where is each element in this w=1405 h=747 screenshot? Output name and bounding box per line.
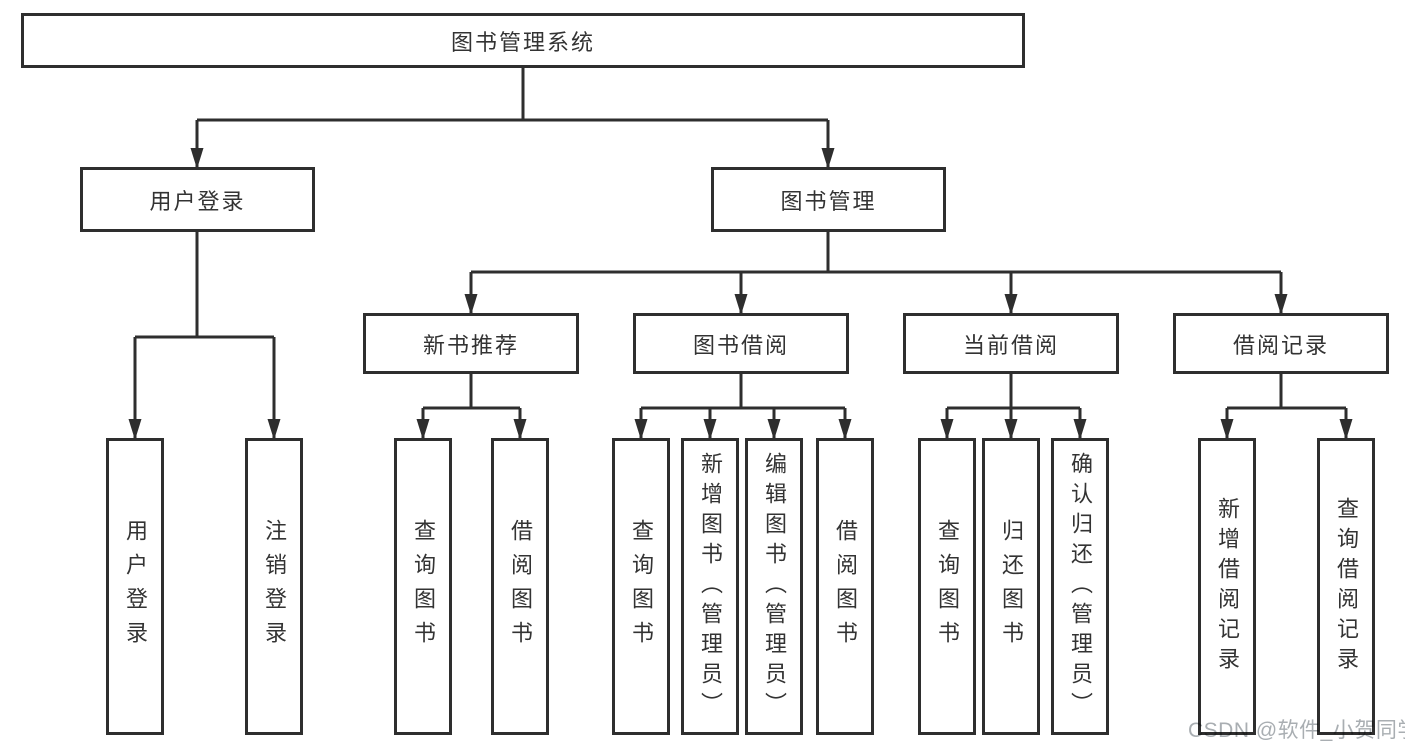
node-root: 图书管理系统 <box>21 13 1025 68</box>
leaf-borrow-book-recommend: 借阅图书 <box>491 438 549 735</box>
connector-strokes <box>133 68 1348 440</box>
arrowheads <box>128 148 1353 440</box>
connector-root-to-level2 <box>195 68 830 169</box>
node-book-management: 图书管理 <box>711 167 946 232</box>
leaf-edit-book-admin: 编辑图书（管理员） <box>745 438 803 735</box>
arrow-down-icon <box>634 419 648 440</box>
node-label: 查询图书 <box>935 518 960 655</box>
node-label: 用户登录 <box>123 518 148 655</box>
leaf-add-book-admin: 新增图书（管理员） <box>681 438 739 735</box>
node-label: 用户登录 <box>149 188 246 214</box>
arrow-down-icon <box>821 148 835 169</box>
leaf-logout: 注销登录 <box>245 438 303 735</box>
connector-new-book-recommend-branch <box>421 374 522 440</box>
arrow-down-icon <box>190 148 204 169</box>
node-label: 归还图书 <box>999 518 1024 655</box>
node-borrow-record: 借阅记录 <box>1173 313 1389 374</box>
arrow-down-icon <box>464 294 478 315</box>
arrow-down-icon <box>838 419 852 440</box>
connector-book-management-branch <box>469 232 1283 315</box>
arrow-down-icon <box>1274 294 1288 315</box>
node-label: 确认归还（管理员） <box>1068 451 1093 722</box>
arrow-down-icon <box>767 419 781 440</box>
leaf-borrow-book: 借阅图书 <box>816 438 874 735</box>
arrow-down-icon <box>940 419 954 440</box>
arrow-down-icon <box>1004 419 1018 440</box>
arrow-down-icon <box>513 419 527 440</box>
arrow-down-icon <box>1004 294 1018 315</box>
node-label: 查询图书 <box>629 518 654 655</box>
node-label: 图书管理系统 <box>450 29 595 55</box>
leaf-query-book-current: 查询图书 <box>918 438 976 735</box>
arrow-down-icon <box>416 419 430 440</box>
node-label: 当前借阅 <box>962 332 1059 358</box>
node-label: 借阅图书 <box>833 518 858 655</box>
node-label: 图书管理 <box>780 188 877 214</box>
node-label: 注销登录 <box>262 518 287 655</box>
leaf-query-book-recommend: 查询图书 <box>394 438 452 735</box>
node-label: 新增借阅记录 <box>1215 496 1240 677</box>
node-user-login: 用户登录 <box>80 167 315 232</box>
node-label: 新增图书（管理员） <box>698 451 723 722</box>
node-book-borrow: 图书借阅 <box>633 313 849 374</box>
leaf-add-borrow-record: 新增借阅记录 <box>1198 438 1256 735</box>
node-label: 新书推荐 <box>422 332 519 358</box>
arrow-down-icon <box>1339 419 1353 440</box>
node-new-book-recommend: 新书推荐 <box>363 313 579 374</box>
node-label: 图书借阅 <box>692 332 789 358</box>
leaf-confirm-return-admin: 确认归还（管理员） <box>1051 438 1109 735</box>
connector-borrow-record-branch <box>1225 374 1348 440</box>
node-label: 借阅图书 <box>508 518 533 655</box>
leaf-query-book-borrow: 查询图书 <box>612 438 670 735</box>
leaf-return-book: 归还图书 <box>982 438 1040 735</box>
arrow-down-icon <box>1073 419 1087 440</box>
connector-book-borrow-branch <box>639 374 847 440</box>
node-current-borrow: 当前借阅 <box>903 313 1119 374</box>
node-label: 查询图书 <box>411 518 436 655</box>
node-label: 借阅记录 <box>1232 332 1329 358</box>
arrow-down-icon <box>128 419 142 440</box>
arrow-down-icon <box>1220 419 1234 440</box>
node-label: 编辑图书（管理员） <box>762 451 787 722</box>
node-label: 查询借阅记录 <box>1334 496 1359 677</box>
csdn-watermark: CSDN @软件_小贺同学 <box>1188 719 1405 742</box>
arrow-down-icon <box>734 294 748 315</box>
leaf-user-login: 用户登录 <box>106 438 164 735</box>
arrow-down-icon <box>703 419 717 440</box>
leaf-query-borrow-record: 查询借阅记录 <box>1317 438 1375 735</box>
connector-user-login-branch <box>133 232 276 440</box>
arrow-down-icon <box>267 419 281 440</box>
